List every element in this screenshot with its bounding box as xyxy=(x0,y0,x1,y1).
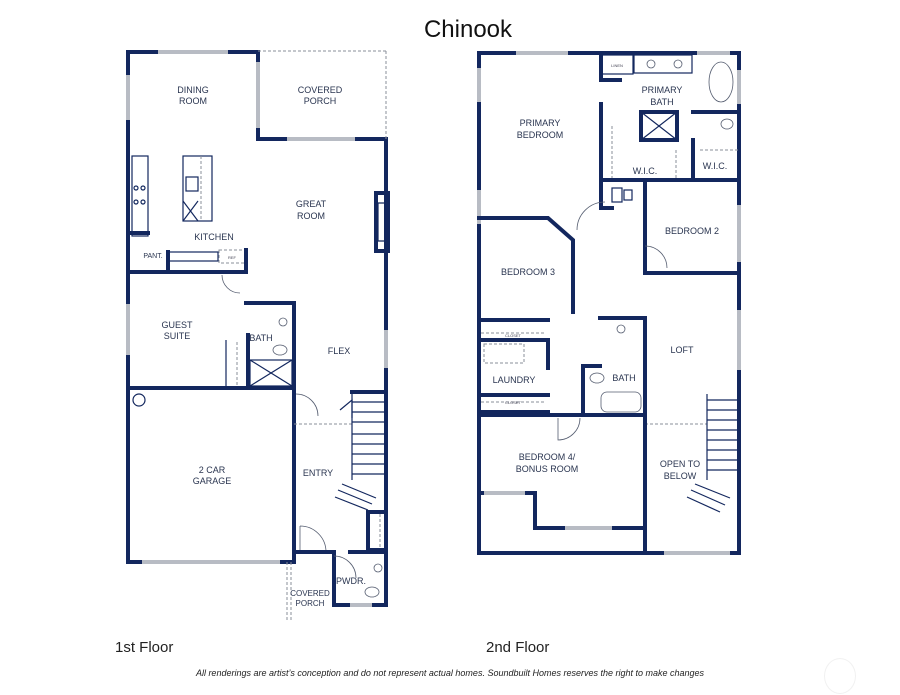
svg-text:ROOM: ROOM xyxy=(297,211,325,221)
svg-text:PORCH: PORCH xyxy=(304,96,337,106)
svg-text:LINEN: LINEN xyxy=(611,63,623,68)
svg-text:BATH: BATH xyxy=(612,373,635,383)
svg-text:BATH: BATH xyxy=(249,333,272,343)
svg-text:COVERED: COVERED xyxy=(290,589,330,598)
plan-title: Chinook xyxy=(423,16,513,43)
svg-text:BELOW: BELOW xyxy=(664,471,697,481)
disclaimer: All renderings are artist’s conception a… xyxy=(195,668,705,678)
svg-text:LAUNDRY: LAUNDRY xyxy=(493,375,536,385)
svg-text:KITCHEN: KITCHEN xyxy=(194,232,234,242)
svg-text:BEDROOM 4/: BEDROOM 4/ xyxy=(519,452,576,462)
second-floor-label: 2nd Floor xyxy=(486,639,550,656)
svg-text:DINING: DINING xyxy=(177,85,209,95)
svg-text:LOFT: LOFT xyxy=(670,345,694,355)
svg-text:GARAGE: GARAGE xyxy=(193,476,232,486)
svg-text:COVERED: COVERED xyxy=(298,85,343,95)
svg-text:PANT.: PANT. xyxy=(143,253,162,260)
svg-text:ENTRY: ENTRY xyxy=(303,468,333,478)
svg-text:OPEN TO: OPEN TO xyxy=(660,459,700,469)
first-floor-plan xyxy=(126,50,390,622)
watermark-icon xyxy=(824,658,856,694)
svg-text:GUEST: GUEST xyxy=(161,320,193,330)
svg-text:CLOSET: CLOSET xyxy=(505,400,522,405)
svg-text:PRIMARY: PRIMARY xyxy=(642,85,683,95)
svg-text:PORCH: PORCH xyxy=(296,599,325,608)
second-floor-plan xyxy=(477,51,741,555)
svg-text:BEDROOM 3: BEDROOM 3 xyxy=(501,267,555,277)
svg-text:BONUS ROOM: BONUS ROOM xyxy=(516,464,579,474)
svg-text:REF: REF xyxy=(228,255,237,260)
svg-text:BATH: BATH xyxy=(650,97,673,107)
svg-text:2 CAR: 2 CAR xyxy=(199,465,226,475)
first-floor-labels: DINING ROOM COVERED PORCH GREAT ROOM KIT… xyxy=(143,85,366,608)
svg-text:GREAT: GREAT xyxy=(296,199,327,209)
first-floor-label: 1st Floor xyxy=(115,639,174,656)
svg-text:W.I.C.: W.I.C. xyxy=(633,166,658,176)
svg-text:BEDROOM 2: BEDROOM 2 xyxy=(665,226,719,236)
svg-text:PWDR.: PWDR. xyxy=(336,576,366,586)
svg-text:CLOSET: CLOSET xyxy=(505,333,522,338)
svg-text:PRIMARY: PRIMARY xyxy=(520,118,561,128)
svg-text:W.I.C.: W.I.C. xyxy=(703,161,728,171)
second-floor-labels: LINEN PRIMARY BATH PRIMARY BEDROOM W.I.C… xyxy=(493,63,728,481)
svg-text:BEDROOM: BEDROOM xyxy=(517,130,564,140)
svg-text:ROOM: ROOM xyxy=(179,96,207,106)
svg-text:SUITE: SUITE xyxy=(164,331,191,341)
svg-text:FLEX: FLEX xyxy=(328,346,351,356)
